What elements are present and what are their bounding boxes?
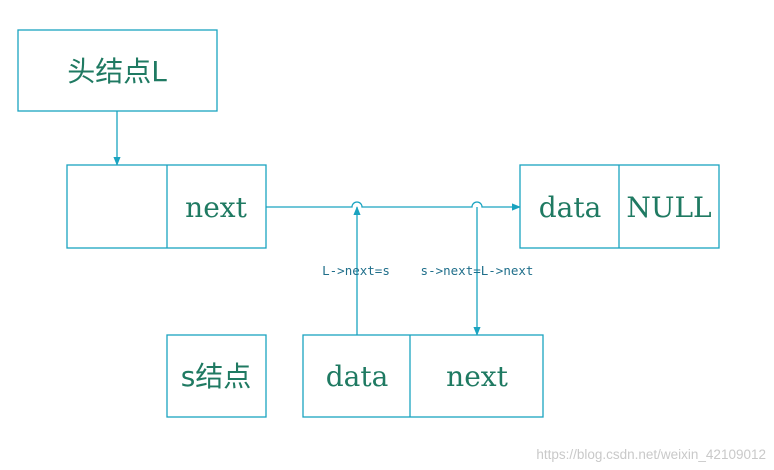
last-node-data: data <box>539 191 602 224</box>
annotation-l-next-eq-s: L->next=s <box>322 263 390 278</box>
head-node: 头结点L <box>17 29 218 112</box>
new-node-box <box>302 334 544 418</box>
s-node-label-text: s结点 <box>181 360 252 393</box>
new-node: data next <box>302 334 544 418</box>
annotation-s-next-eq-l-next: s->next=L->next <box>421 263 534 278</box>
head-node-box <box>17 29 218 112</box>
new-node-data: data <box>326 360 389 393</box>
new-node-next: next <box>446 360 508 393</box>
first-node: next <box>66 164 267 249</box>
head-node-label: 头结点L <box>67 55 167 88</box>
first-to-last-link <box>266 201 521 211</box>
last-node-next: NULL <box>626 191 711 224</box>
first-node-next: next <box>185 191 247 224</box>
last-node: data NULL <box>519 164 720 249</box>
watermark: https://blog.csdn.net/weixin_42109012 <box>536 447 766 462</box>
s-node-label: s结点 <box>166 334 267 418</box>
s-node-label-box <box>166 334 267 418</box>
